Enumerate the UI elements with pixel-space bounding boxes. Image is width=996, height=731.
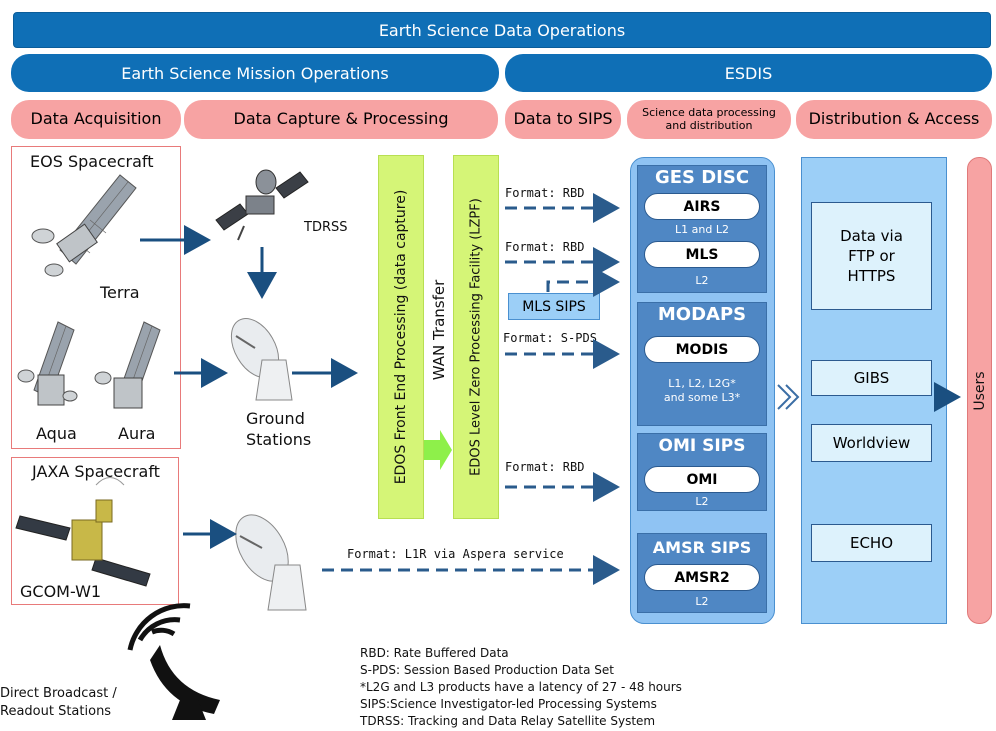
mls-box: MLS — [644, 241, 760, 268]
modaps-title: MODAPS — [657, 304, 747, 325]
direct-broadcast-dish-icon — [127, 603, 220, 720]
tdrss-satellite-icon — [215, 169, 309, 241]
lzpf-box: EDOS Level Zero Processing Facility (LZP… — [453, 155, 499, 519]
stage-data-capture: Data Capture & Processing — [184, 100, 498, 139]
gcom-w1-satellite-icon — [15, 477, 151, 587]
amsr2-level: L2 — [695, 595, 709, 608]
edos-front-end-box: EDOS Front End Processing (data capture) — [378, 155, 424, 519]
chevron-double-icon — [777, 384, 800, 410]
stage-distribution: Distribution & Access — [796, 100, 992, 139]
aqua-label: Aqua — [36, 424, 77, 443]
ftp-line-2: FTP or — [848, 246, 895, 265]
mls-sips-arrow — [546, 267, 620, 297]
legend-line-2: S-PDS: Session Based Production Data Set — [360, 663, 614, 677]
airs-box: AIRS — [644, 193, 760, 220]
tdrss-label: TDRSS — [304, 220, 348, 235]
jaxa-title: JAXA Spacecraft — [32, 462, 160, 481]
ges-disc-title: GES DISC — [654, 167, 750, 188]
amsr-sips-title: AMSR SIPS — [652, 538, 752, 557]
omi-sips-title: OMI SIPS — [658, 436, 746, 456]
legend: RBD: Rate Buffered Data S-PDS: Session B… — [360, 645, 682, 730]
ftp-line-3: HTTPS — [847, 267, 896, 286]
airs-level: L1 and L2 — [675, 223, 729, 236]
modis-level-2: and some L3* — [663, 391, 741, 404]
mission-ops-bar: Earth Science Mission Operations — [11, 54, 499, 92]
ftp-line-1: Data via — [840, 226, 903, 245]
stage-science-processing: Science data processing and distribution — [627, 100, 791, 139]
amsr2-box: AMSR2 — [644, 564, 760, 591]
ground-stations-label: Ground Stations — [246, 409, 312, 449]
header-bar: Earth Science Data Operations — [13, 12, 991, 48]
modaps-box: MODAPS MODIS L1, L2, L2G* and some L3* — [637, 302, 767, 426]
amsr-sips-box: AMSR SIPS AMSR2 L2 — [637, 533, 767, 613]
aqua-satellite-icon — [17, 321, 78, 406]
stage-data-to-sips: Data to SIPS — [505, 100, 621, 139]
legend-line-3: *L2G and L3 products have a latency of 2… — [360, 680, 682, 694]
jaxa-ground-dish-icon — [235, 514, 307, 611]
users-bar: Users — [967, 157, 992, 624]
omi-sips-box: OMI SIPS OMI L2 — [637, 433, 767, 511]
format-amsr: Format: L1R via Aspera service — [347, 547, 564, 561]
stage-data-acquisition: Data Acquisition — [11, 100, 181, 139]
ges-disc-box: GES DISC AIRS L1 and L2 MLS L2 — [637, 165, 767, 293]
ground-station-dish-icon — [230, 318, 293, 401]
esdis-label: ESDIS — [724, 63, 773, 83]
legend-line-5: TDRSS: Tracking and Data Relay Satellite… — [360, 714, 656, 728]
worldview-box: Worldview — [811, 424, 932, 462]
mission-ops-label: Earth Science Mission Operations — [121, 63, 389, 83]
omi-level: L2 — [695, 495, 709, 508]
eos-title: EOS Spacecraft — [30, 152, 154, 171]
omi-box: OMI — [644, 466, 760, 493]
format-mls: Format: RBD — [505, 240, 585, 254]
echo-box: ECHO — [811, 524, 932, 562]
direct-broadcast-label: Direct Broadcast / Readout Stations — [0, 686, 117, 719]
mls-level: L2 — [695, 274, 709, 287]
format-airs: Format: RBD — [505, 186, 585, 200]
mls-sips-label: MLS SIPS — [522, 298, 586, 315]
terra-satellite-icon — [31, 174, 137, 277]
modis-box: MODIS — [644, 336, 760, 363]
modis-level-1: L1, L2, L2G* — [668, 377, 736, 390]
gcom-label: GCOM-W1 — [20, 582, 102, 601]
aura-label: Aura — [118, 424, 156, 443]
terra-label: Terra — [100, 283, 140, 302]
format-modis: Format: S-PDS — [503, 331, 597, 345]
esdis-bar: ESDIS — [505, 54, 992, 92]
header-title: Earth Science Data Operations — [378, 20, 626, 40]
aura-satellite-icon — [94, 321, 161, 409]
format-omi: Format: RBD — [505, 460, 585, 474]
mls-sips-box: MLS SIPS — [508, 293, 600, 320]
wan-transfer-arrow — [424, 430, 452, 470]
ftp-https-box: Data via FTP or HTTPS — [811, 202, 932, 310]
gibs-box: GIBS — [811, 360, 932, 396]
legend-line-4: SIPS:Science Investigator-led Processing… — [360, 697, 657, 711]
legend-line-1: RBD: Rate Buffered Data — [360, 646, 509, 660]
